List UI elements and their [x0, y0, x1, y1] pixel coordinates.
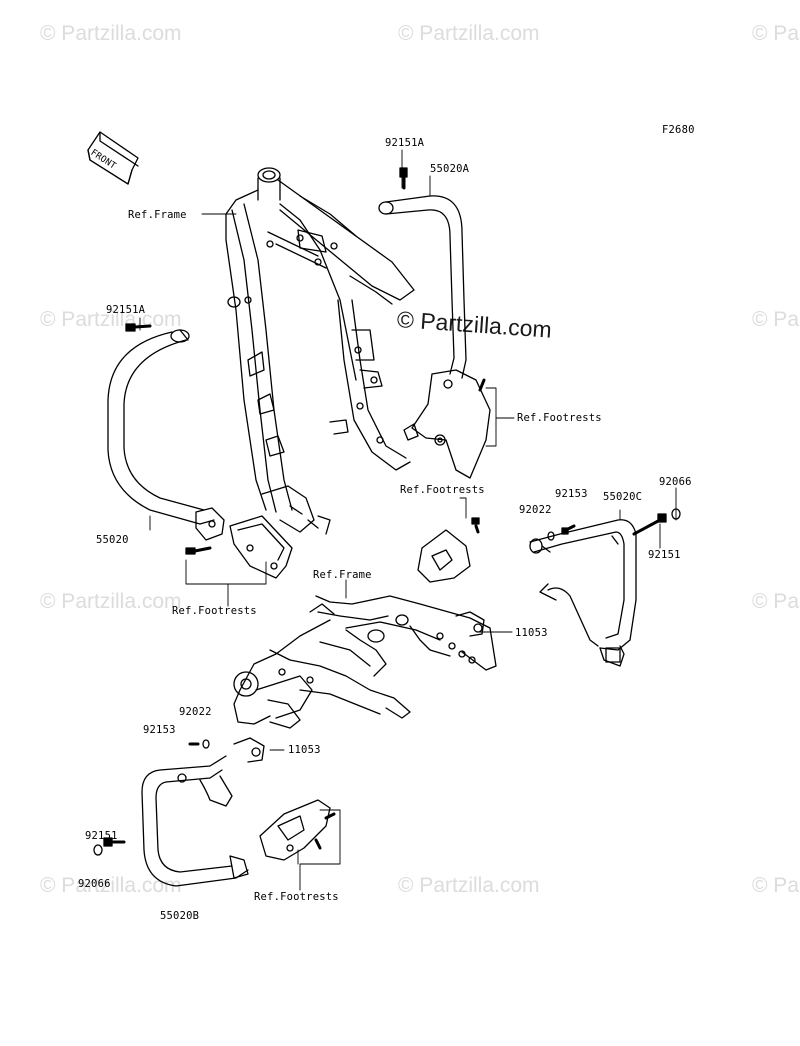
frame-top [225, 167, 415, 535]
part-label-92066[interactable]: 92066 [659, 476, 692, 488]
watermark: © Partzilla.com [752, 308, 800, 331]
ref-frame-label[interactable]: Ref.Frame [128, 209, 187, 221]
guard-55020a [378, 195, 491, 479]
watermark: © Partzilla.com [40, 590, 182, 613]
watermark: © Partzilla.com [398, 874, 540, 897]
figure-code: F2680 [662, 124, 695, 136]
footrest-bracket-mid [417, 517, 480, 583]
part-label-11053[interactable]: 11053 [515, 627, 548, 639]
part-label-55020b[interactable]: 55020B [160, 910, 200, 922]
bolt-92151a-top [399, 167, 408, 190]
part-label-92066[interactable]: 92066 [78, 878, 111, 890]
front-arrow-icon [87, 131, 139, 185]
part-label-55020c[interactable]: 55020C [603, 491, 643, 503]
part-label-92153[interactable]: 92153 [555, 488, 588, 500]
guard-55020 [107, 296, 241, 555]
guard-55020b [93, 739, 249, 887]
ref-footrests-label[interactable]: Ref.Footrests [254, 891, 339, 903]
part-label-92153[interactable]: 92153 [143, 724, 176, 736]
part-label-92151[interactable]: 92151 [648, 549, 681, 561]
watermark: © Partzilla.com [40, 874, 182, 897]
part-label-92151[interactable]: 92151 [85, 830, 118, 842]
part-label-11053[interactable]: 11053 [288, 744, 321, 756]
part-label-92151a[interactable]: 92151A [385, 137, 425, 149]
part-label-55020[interactable]: 55020 [96, 534, 129, 546]
guard-55020c [529, 508, 681, 667]
watermark: © Partzilla.com [752, 874, 800, 897]
watermark: © Partzilla.com [752, 590, 800, 613]
watermark: © Partzilla.com [40, 22, 182, 45]
bracket-11053-left [233, 737, 265, 763]
part-label-92022[interactable]: 92022 [519, 504, 552, 516]
part-label-55020a[interactable]: 55020A [430, 163, 470, 175]
ref-footrests-label[interactable]: Ref.Footrests [172, 605, 257, 617]
part-label-92022[interactable]: 92022 [179, 706, 212, 718]
watermark: © Partzilla.com [752, 22, 800, 45]
leader-lines [139, 149, 677, 891]
ref-footrests-label[interactable]: Ref.Footrests [517, 412, 602, 424]
part-label-92151a[interactable]: 92151A [106, 304, 146, 316]
ref-footrests-label[interactable]: Ref.Footrests [400, 484, 485, 496]
watermark: © Partzilla.com [398, 22, 540, 45]
bolt-92151a-left [125, 323, 152, 332]
ref-frame-label[interactable]: Ref.Frame [313, 569, 372, 581]
footrest-bracket-top-left [229, 515, 293, 579]
footrest-bracket-bottom [259, 799, 336, 861]
frame-bottom [233, 595, 497, 729]
